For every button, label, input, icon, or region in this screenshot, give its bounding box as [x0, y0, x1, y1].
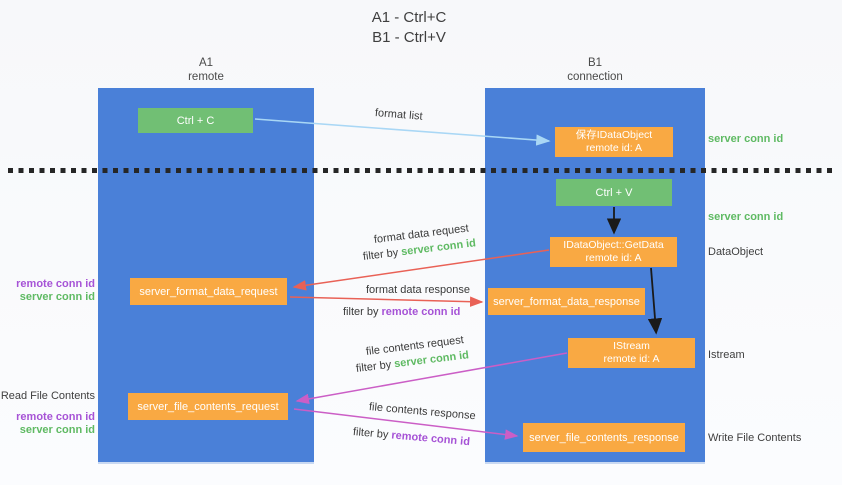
label-file-contents-response-filter: filter by remote conn id	[352, 426, 470, 448]
node-format-request-label: server_format_data_request	[139, 285, 278, 298]
page-title: A1 - Ctrl+C B1 - Ctrl+V	[329, 8, 489, 48]
node-getdata-line1: IDataObject::GetData	[563, 239, 664, 251]
node-istream-line1: IStream	[613, 340, 650, 352]
node-save-idataobject: 保存IDataObject remote id: A	[555, 127, 673, 157]
node-file-response-label: server_file_contents_response	[529, 431, 679, 444]
lane-a1-subtitle: remote	[188, 71, 224, 83]
annotation-server-conn-id-left-top: server conn id	[19, 291, 95, 303]
filter-remote-conn-id: remote conn id	[390, 429, 471, 449]
lane-a1-name: A1	[198, 57, 214, 69]
annotation-server-conn-id-left-bottom: server conn id	[19, 424, 95, 436]
node-save-idataobject-line1: 保存IDataObject	[575, 129, 653, 141]
filter-by-prefix: filter by	[355, 358, 395, 375]
node-ctrl-c: Ctrl + C	[138, 108, 253, 133]
node-ctrl-v-label: Ctrl + V	[595, 186, 633, 199]
annotation-server-conn-id-mid: server conn id	[708, 211, 784, 223]
annotation-write-file-contents: Write File Contents	[708, 432, 802, 444]
label-file-contents-response: file contents response	[368, 401, 477, 423]
node-server-format-data-request: server_format_data_request	[130, 278, 287, 305]
filter-by-prefix: filter by	[343, 306, 382, 318]
annotation-dataobject: DataObject	[708, 246, 764, 258]
node-server-file-contents-request: server_file_contents_request	[128, 393, 288, 420]
annotation-read-file-contents: Read File Contents	[0, 390, 95, 402]
lane-b1-name: B1	[587, 57, 603, 69]
node-save-idataobject-line2: remote id: A	[585, 142, 643, 154]
lane-header-b1: B1 connection	[525, 56, 665, 84]
node-server-format-data-response: server_format_data_response	[488, 288, 645, 315]
node-idataobject-getdata: IDataObject::GetData remote id: A	[550, 237, 677, 267]
filter-remote-conn-id: remote conn id	[381, 306, 461, 318]
node-format-response-label: server_format_data_response	[493, 295, 640, 308]
node-file-request-label: server_file_contents_request	[137, 400, 279, 413]
title-line-1: A1 - Ctrl+C	[371, 9, 447, 26]
node-istream: IStream remote id: A	[568, 338, 695, 368]
filter-by-prefix: filter by	[362, 246, 402, 263]
phase-divider-dotted-line	[8, 168, 834, 173]
title-line-2: B1 - Ctrl+V	[372, 29, 446, 46]
annotation-istream: Istream	[708, 349, 745, 361]
annotation-server-conn-id-top: server conn id	[708, 133, 784, 145]
node-ctrl-c-label: Ctrl + C	[176, 114, 215, 127]
filter-by-prefix: filter by	[352, 426, 392, 442]
label-format-data-response: format data response	[366, 284, 470, 296]
node-ctrl-v: Ctrl + V	[556, 179, 672, 206]
node-istream-line2: remote id: A	[603, 353, 660, 365]
annotation-remote-conn-id-top: remote conn id	[16, 278, 95, 290]
label-format-data-response-filter: filter by remote conn id	[343, 306, 460, 318]
annotation-remote-conn-id-bottom: remote conn id	[16, 411, 95, 423]
node-getdata-line2: remote id: A	[585, 252, 642, 264]
lane-header-a1: A1 remote	[136, 56, 276, 84]
node-server-file-contents-response: server_file_contents_response	[523, 423, 685, 452]
lane-b1-subtitle: connection	[567, 71, 623, 83]
arrow-format-data-response	[289, 296, 484, 307]
label-format-list: format list	[374, 107, 424, 123]
